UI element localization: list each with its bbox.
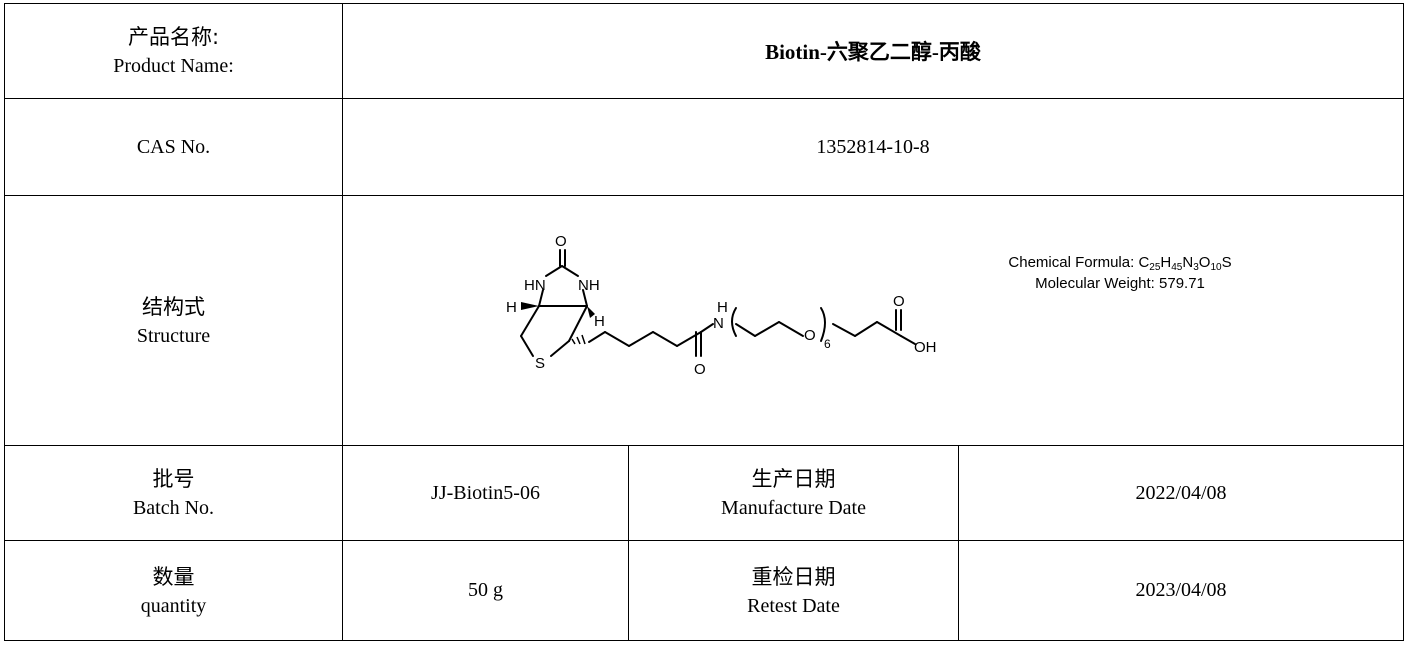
molecular-weight: Molecular Weight: 579.71: [1035, 275, 1205, 292]
cas-value-cell: 1352814-10-8: [342, 98, 1404, 196]
atom-h-right: H: [594, 313, 605, 330]
retest-label-zh: 重检日期: [751, 564, 836, 589]
batch-label-cell: 批号 Batch No.: [4, 445, 343, 541]
atom-o-peg: O: [804, 327, 816, 344]
quantity-row: 数量 quantity 50 g 重检日期 Retest Date 2023/0…: [4, 540, 1404, 641]
atom-h-amide: H: [717, 299, 728, 316]
structure-row: 结构式 Structure: [4, 195, 1404, 446]
atom-o-top: O: [555, 233, 567, 250]
atom-hn: HN: [524, 277, 546, 294]
quantity-label-cell: 数量 quantity: [4, 540, 343, 641]
batch-row: 批号 Batch No. JJ-Biotin5-06 生产日期 Manufact…: [4, 445, 1404, 541]
structure-image-cell: O HN NH H H S O N H O 6 O OH Chemical Fo…: [342, 195, 1404, 446]
structure-label-en: Structure: [136, 324, 211, 347]
batch-value-cell: JJ-Biotin5-06: [342, 445, 629, 541]
atom-h-left: H: [506, 299, 517, 316]
cas-row: CAS No. 1352814-10-8: [4, 98, 1404, 196]
quantity-label-en: quantity: [140, 594, 207, 617]
product-name-value-cell: Biotin-六聚乙二醇-丙酸: [342, 3, 1404, 99]
product-spec-table: 产品名称: Product Name: Biotin-六聚乙二醇-丙酸 CAS …: [4, 3, 1404, 641]
quantity-value: 50 g: [468, 579, 503, 601]
cas-label: CAS No.: [136, 135, 211, 158]
manufacture-label-zh: 生产日期: [751, 467, 836, 491]
peg-repeat-count: 6: [824, 337, 831, 351]
retest-label-cell: 重检日期 Retest Date: [628, 540, 959, 641]
manufacture-value: 2022/04/08: [1135, 481, 1227, 504]
atom-nh: NH: [578, 277, 600, 294]
product-name-value: Biotin-六聚乙二醇-丙酸: [765, 40, 981, 64]
batch-label-en: Batch No.: [132, 497, 215, 519]
structure-label-cell: 结构式 Structure: [4, 195, 343, 446]
atom-o-amide: O: [694, 361, 706, 378]
structure-diagram: O HN NH H H S O N H O 6 O OH Chemical Fo…: [343, 196, 1403, 445]
structure-label-zh: 结构式: [142, 294, 205, 319]
chemical-formula: Chemical Formula: C25H45N3O10S: [1008, 254, 1232, 273]
atom-s: S: [535, 355, 545, 372]
chemical-structure-drawing: O HN NH H H S O N H O 6 O OH: [506, 233, 937, 378]
retest-value-cell: 2023/04/08: [958, 540, 1404, 641]
batch-value: JJ-Biotin5-06: [431, 481, 540, 504]
quantity-value-cell: 50 g: [342, 540, 629, 641]
retest-label-en: Retest Date: [747, 594, 840, 617]
product-name-label-cell: 产品名称: Product Name:: [4, 3, 343, 99]
retest-value: 2023/04/08: [1135, 579, 1227, 601]
batch-label-zh: 批号: [152, 467, 195, 491]
atom-n-amide: N: [713, 315, 724, 332]
cas-value: 1352814-10-8: [816, 135, 930, 158]
manufacture-label-en: Manufacture Date: [721, 497, 866, 519]
atom-oh: OH: [914, 339, 937, 356]
product-name-row: 产品名称: Product Name: Biotin-六聚乙二醇-丙酸: [4, 3, 1404, 99]
manufacture-value-cell: 2022/04/08: [958, 445, 1404, 541]
atom-o-acid: O: [893, 293, 905, 310]
product-name-label-en: Product Name:: [113, 55, 234, 77]
quantity-label-zh: 数量: [152, 564, 195, 589]
cas-label-cell: CAS No.: [4, 98, 343, 196]
formula-block: Chemical Formula: C25H45N3O10S Molecular…: [930, 252, 1310, 294]
manufacture-label-cell: 生产日期 Manufacture Date: [628, 445, 959, 541]
product-name-label-zh: 产品名称:: [127, 25, 220, 49]
